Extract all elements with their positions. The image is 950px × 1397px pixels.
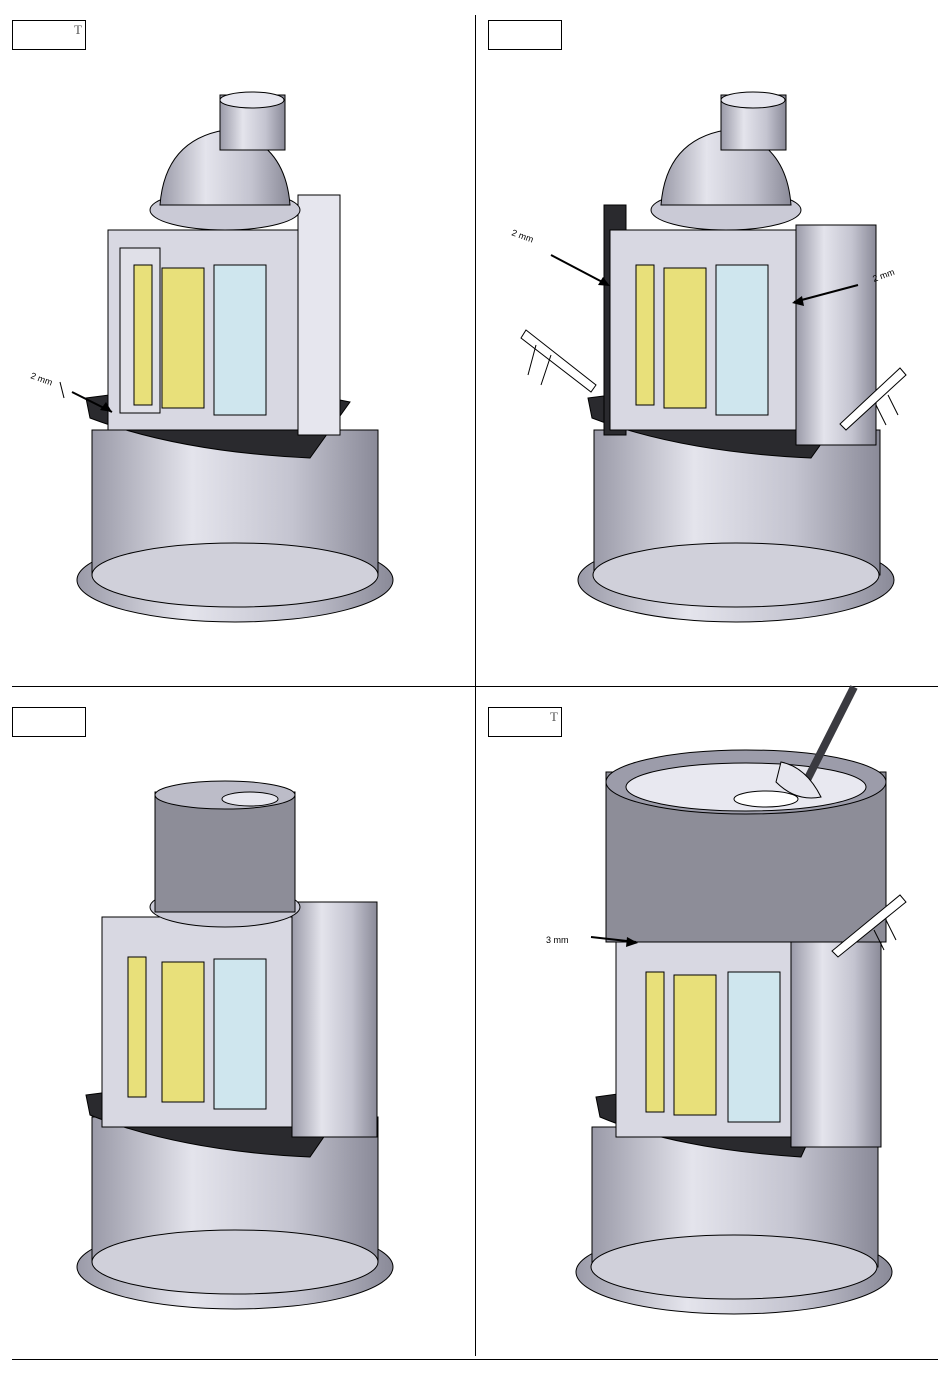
stove-illustration-3: [0, 687, 475, 1373]
dimension-label: 3 mm: [546, 935, 569, 945]
step-panel-1: T 2 mm: [0, 0, 475, 686]
step-panel-3: [0, 687, 475, 1373]
stove-illustration-1: 2 mm: [0, 0, 475, 686]
stove-illustration-2: 2 mm 2 mm: [476, 0, 950, 686]
stove-illustration-4: 3 mm: [476, 687, 950, 1373]
step-panel-2: 2 mm 2 mm: [476, 0, 950, 686]
dimension-label-left: 2 mm: [510, 227, 535, 244]
step-panel-4: T 3 mm: [476, 687, 950, 1373]
caulk-gun-icon: [521, 330, 596, 392]
dimension-label: 2 mm: [29, 370, 54, 387]
